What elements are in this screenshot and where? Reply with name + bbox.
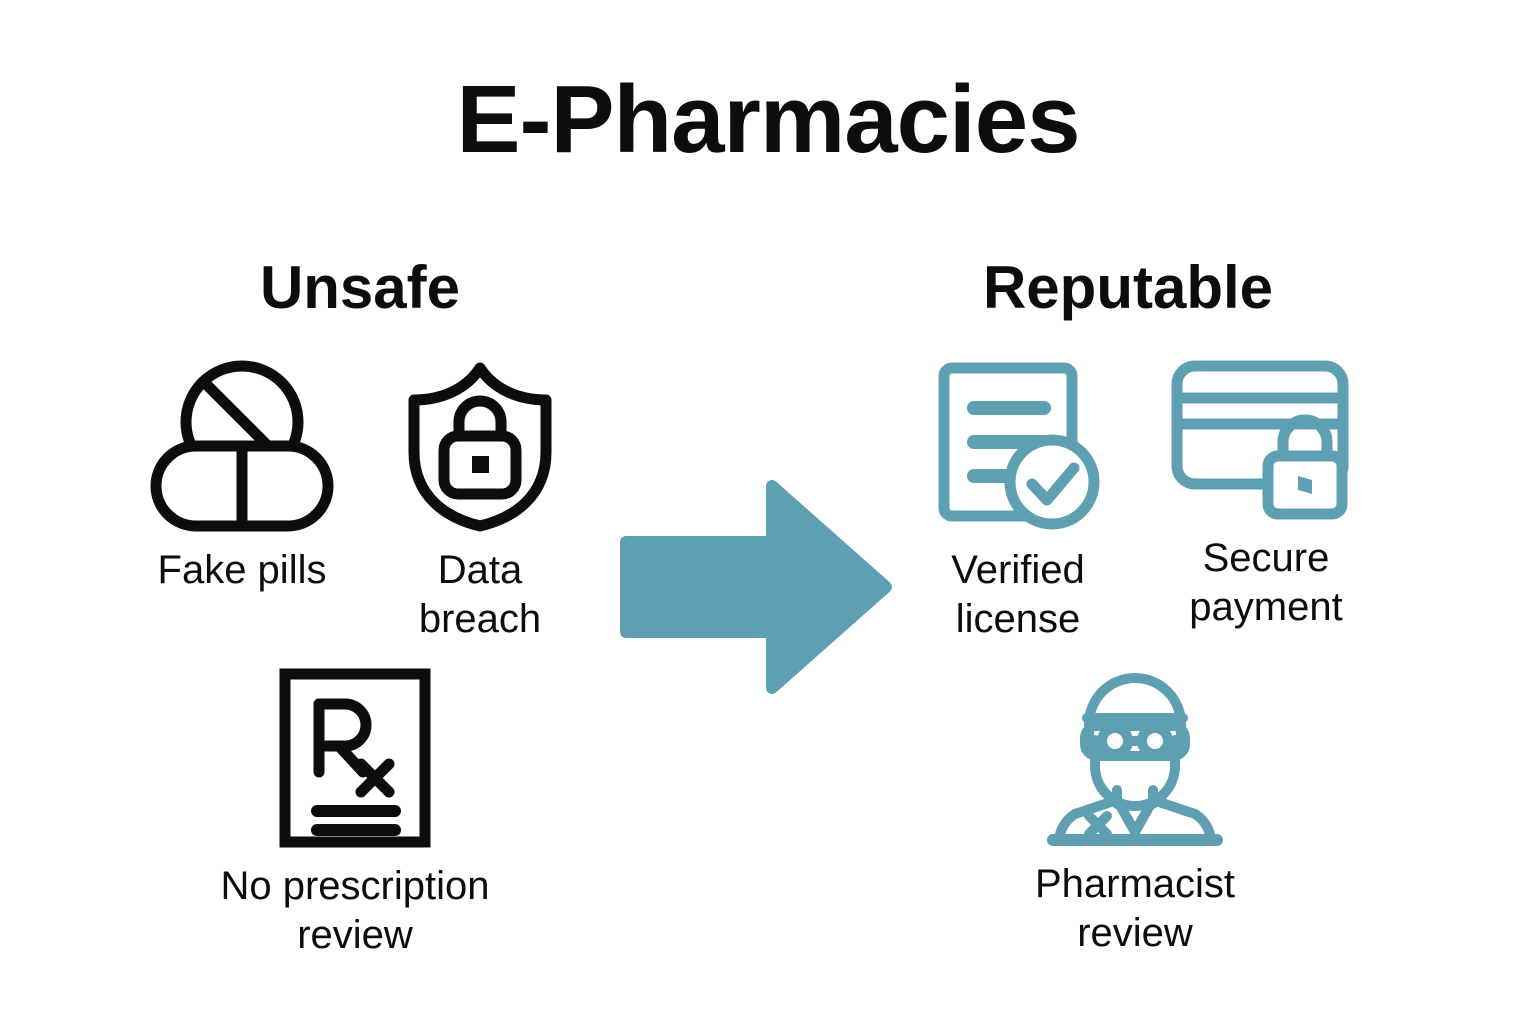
document-check-icon — [938, 362, 1100, 530]
item-no-prescription-review: No prescription review — [120, 668, 590, 960]
pharmacist-icon-wrap — [930, 668, 1340, 846]
column-heading-reputable: Reputable — [982, 254, 1274, 321]
keyhole-icon — [1298, 476, 1312, 494]
item-label-fake-pills: Fake pills — [157, 548, 327, 592]
item-secure-payment: Secure payment — [1156, 360, 1376, 632]
pills-icon-wrap — [128, 360, 356, 532]
rx-document-icon-wrap — [120, 668, 590, 848]
credit-card-lock-icon — [1171, 360, 1349, 520]
column-heading-unsafe: Unsafe — [259, 254, 461, 321]
page-title: E-Pharmacies — [456, 66, 1080, 173]
pills-icon — [150, 360, 334, 532]
lock-shackle-icon — [1277, 414, 1333, 462]
shield-lock-icon-wrap — [368, 360, 592, 532]
shield-lock-icon — [408, 362, 552, 532]
pharmacist-icon — [1047, 673, 1223, 846]
transition-arrow — [620, 480, 892, 694]
check-circle-icon — [1004, 434, 1100, 530]
item-label-verified-license: Verified license — [951, 548, 1085, 641]
credit-card-lock-icon-wrap — [1156, 360, 1376, 520]
item-label-no-prescription-review: No prescription review — [220, 864, 490, 957]
item-verified-license: Verified license — [912, 360, 1124, 644]
keyhole-icon — [472, 456, 489, 473]
item-pharmacist-review: Pharmacist review — [930, 668, 1340, 958]
item-fake-pills: Fake pills — [128, 360, 356, 595]
arrow-right-icon — [620, 480, 892, 694]
item-label-secure-payment: Secure payment — [1189, 536, 1343, 629]
item-data-breach: Data breach — [368, 360, 592, 644]
item-label-data-breach: Data breach — [418, 548, 542, 641]
rx-document-icon — [279, 668, 431, 848]
item-label-pharmacist-review: Pharmacist review — [1034, 862, 1236, 955]
document-check-icon-wrap — [912, 360, 1124, 532]
checkmark-icon — [1026, 462, 1080, 506]
